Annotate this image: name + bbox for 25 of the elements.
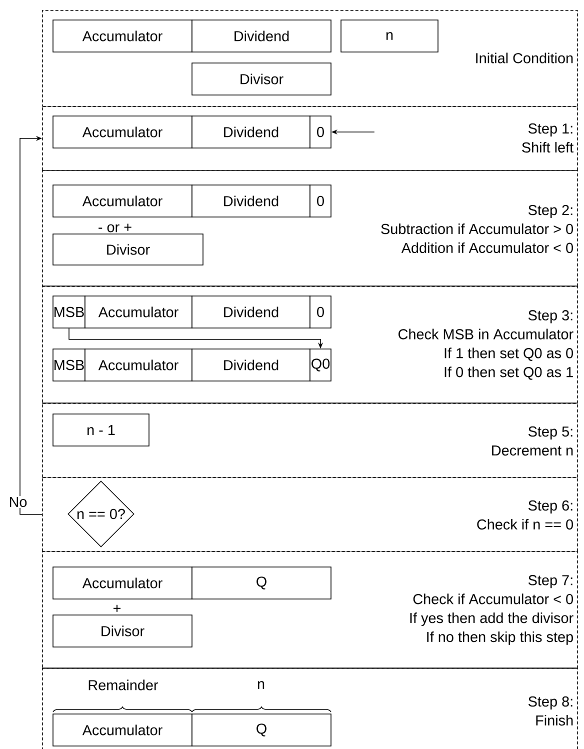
register-cell: n - 1 bbox=[52, 414, 150, 446]
register-cell: Q bbox=[192, 714, 332, 746]
register-cell: Accumulator bbox=[52, 20, 192, 52]
register-cell: Divisor bbox=[52, 234, 204, 266]
operator-label: - or + bbox=[98, 224, 132, 232]
operator-label: Remainder bbox=[88, 680, 158, 690]
register-cell: 0 bbox=[310, 184, 332, 218]
register-cell: Accumulator bbox=[52, 566, 192, 600]
register-cell: Q bbox=[192, 566, 332, 600]
register-cell: Dividend bbox=[192, 20, 332, 52]
arrow bbox=[20, 136, 42, 515]
register-cell: MSB bbox=[52, 296, 86, 328]
register-cell: Divisor bbox=[192, 62, 332, 96]
register-cell: Accumulator bbox=[52, 714, 192, 746]
edge-label: No bbox=[8, 496, 28, 508]
register-cell: 0 bbox=[310, 116, 332, 148]
operator-label: n bbox=[258, 681, 264, 689]
register-cell: MSB bbox=[52, 348, 86, 382]
register-cell: Q0 bbox=[310, 348, 332, 382]
operator-label: + bbox=[113, 604, 121, 612]
register-cell: Divisor bbox=[52, 614, 192, 648]
register-cell: 0 bbox=[310, 296, 332, 328]
register-cell: Accumulator bbox=[52, 184, 192, 218]
register-cell: Accumulator bbox=[52, 116, 192, 148]
register-cell: n bbox=[340, 20, 438, 52]
